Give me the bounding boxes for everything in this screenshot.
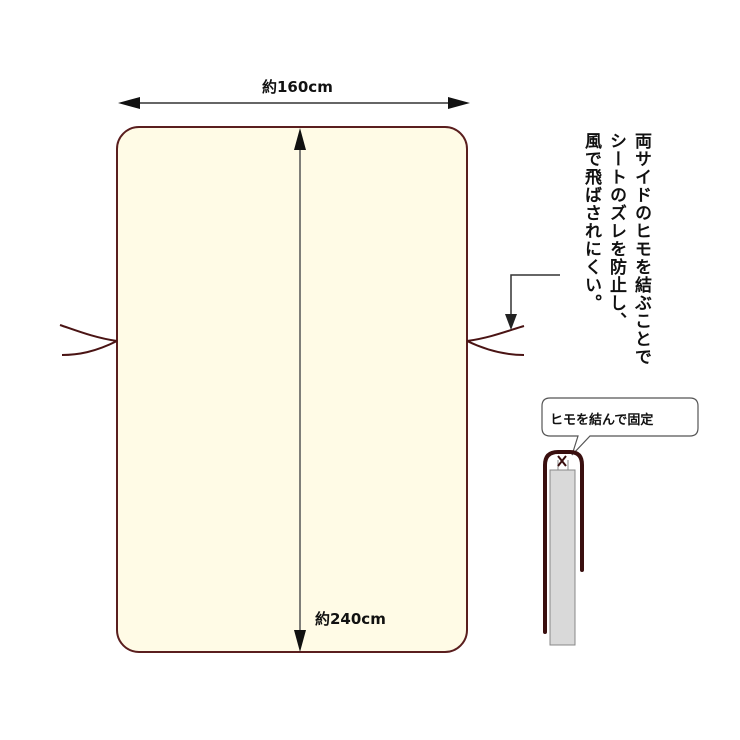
note-line-1: 両サイドのヒモを結ぶことで <box>631 132 651 366</box>
callout-label: ヒモを結んで固定 <box>550 413 654 428</box>
note-line-3: 風で飛ばされにくい。 <box>581 132 601 312</box>
pointer-arrow <box>505 274 560 330</box>
side-note: 両サイドのヒモを結ぶことで シートのズレを防止し、 風で飛ばされにくい。 <box>581 132 651 382</box>
width-dimension-arrow <box>118 97 470 109</box>
note-line-2: シートのズレを防止し、 <box>606 132 626 330</box>
right-tie-strings <box>466 325 525 356</box>
length-label: 約240cm <box>315 610 386 628</box>
width-label: 約160cm <box>262 78 333 96</box>
leisure-sheet <box>116 126 468 653</box>
left-tie-strings <box>59 324 118 356</box>
pole-tie-illustration <box>543 450 584 646</box>
length-dimension-arrow <box>294 128 306 652</box>
callout-bubble <box>541 397 699 456</box>
